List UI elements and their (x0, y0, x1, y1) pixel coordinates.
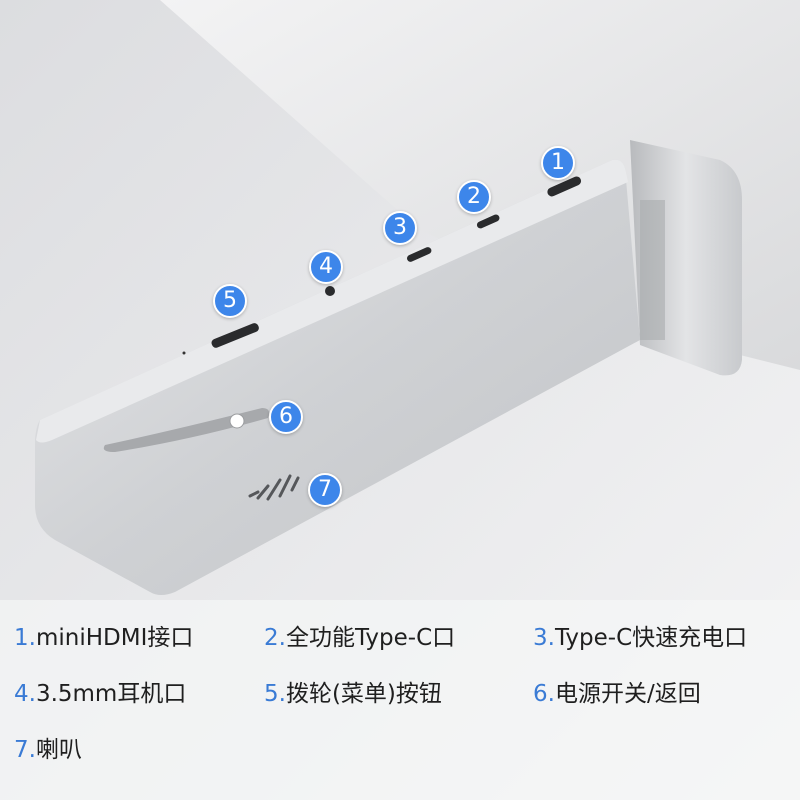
legend-item-3: 3.Type-C快速充电口 (533, 625, 748, 651)
legend-item-7: 7.喇叭 (14, 737, 82, 763)
legend-item-4: 4.3.5mm耳机口 (14, 681, 187, 707)
callout-1: 1 (541, 146, 575, 180)
legend-item-2: 2.全功能Type-C口 (264, 625, 456, 651)
legend-item-5: 5.拨轮(菜单)按钮 (264, 681, 442, 707)
callout-4: 4 (309, 250, 343, 284)
callout-3: 3 (383, 211, 417, 245)
typec-port-full (476, 214, 500, 229)
callout-5: 5 (213, 284, 247, 318)
callout-6: 6 (269, 400, 303, 434)
legend-item-1: 1.miniHDMI接口 (14, 625, 194, 651)
control-panel (35, 159, 640, 595)
speaker-grille (248, 474, 300, 501)
callout-7: 7 (308, 473, 342, 507)
panel-top-edge (36, 159, 628, 443)
power-slider (103, 408, 270, 452)
typec-port-charge (407, 247, 432, 262)
headphone-jack (325, 286, 335, 296)
minihdmi-port (547, 176, 582, 197)
legend-item-6: 6.电源开关/返回 (533, 681, 701, 707)
menu-wheel (211, 323, 259, 348)
power-button (229, 413, 245, 429)
callout-2: 2 (457, 180, 491, 214)
